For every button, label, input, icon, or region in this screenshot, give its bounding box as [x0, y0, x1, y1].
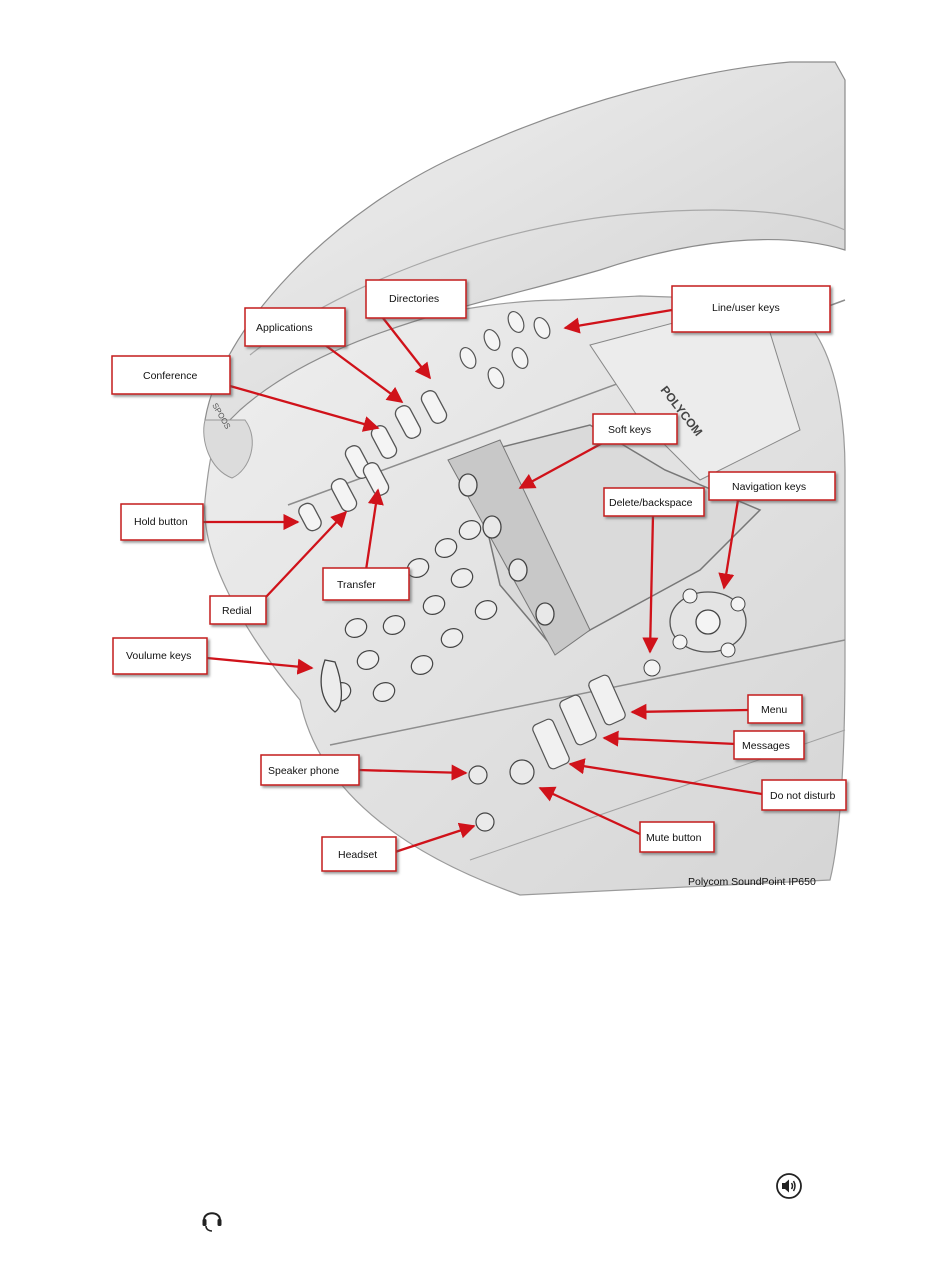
nav-right-key[interactable]: [731, 597, 745, 611]
callout-messages: Messages: [734, 731, 804, 759]
mute-key[interactable]: [510, 760, 534, 784]
callout-speaker-phone: Speaker phone: [261, 755, 359, 785]
headset-icon: [200, 1205, 224, 1233]
label-transfer: Transfer: [337, 579, 376, 591]
label-directories: Directories: [389, 293, 439, 305]
figure-caption: Polycom SoundPoint IP650: [688, 876, 816, 888]
speaker-icon: [775, 1173, 803, 1199]
delete-key[interactable]: [644, 660, 660, 676]
nav-down-key[interactable]: [721, 643, 735, 657]
label-soft-keys: Soft keys: [608, 424, 651, 436]
callout-mute-button: Mute button: [640, 822, 714, 852]
label-navigation-keys: Navigation keys: [732, 481, 806, 493]
callout-headset: Headset: [322, 837, 396, 871]
nav-left-key[interactable]: [673, 635, 687, 649]
callout-menu: Menu: [748, 695, 802, 723]
callout-conference: Conference: [112, 356, 230, 394]
soft-key-3[interactable]: [509, 559, 527, 581]
callout-soft-keys: Soft keys: [593, 414, 677, 444]
label-headset: Headset: [338, 849, 377, 861]
callout-transfer: Transfer: [323, 568, 409, 600]
callout-applications: Applications: [245, 308, 345, 346]
callout-hold-button: Hold button: [121, 504, 203, 540]
label-menu: Menu: [761, 704, 787, 716]
speaker-phone-key[interactable]: [469, 766, 487, 784]
soft-key-1[interactable]: [459, 474, 477, 496]
label-redial: Redial: [222, 605, 252, 617]
callout-redial: Redial: [210, 596, 266, 624]
soft-key-2[interactable]: [483, 516, 501, 538]
label-messages: Messages: [742, 740, 790, 752]
callout-directories: Directories: [366, 280, 466, 318]
soft-key-4[interactable]: [536, 603, 554, 625]
headset-key[interactable]: [476, 813, 494, 831]
label-delete-backspace: Delete/backspace: [609, 497, 693, 509]
label-volume-keys: Voulume keys: [126, 650, 191, 662]
label-mute-button: Mute button: [646, 832, 702, 844]
nav-up-key[interactable]: [683, 589, 697, 603]
callout-volume-keys: Voulume keys: [113, 638, 207, 674]
callout-do-not-disturb: Do not disturb: [762, 780, 846, 810]
label-hold-button: Hold button: [134, 516, 188, 528]
label-speaker-phone: Speaker phone: [268, 765, 339, 777]
callout-line-user-keys: Line/user keys: [672, 286, 830, 332]
callout-delete-backspace: Delete/backspace: [604, 488, 704, 516]
label-do-not-disturb: Do not disturb: [770, 790, 836, 802]
label-line-user-keys: Line/user keys: [712, 302, 780, 314]
nav-select-key[interactable]: [696, 610, 720, 634]
callout-navigation-keys: Navigation keys: [709, 472, 835, 500]
label-conference: Conference: [143, 370, 197, 382]
label-applications: Applications: [256, 322, 313, 334]
